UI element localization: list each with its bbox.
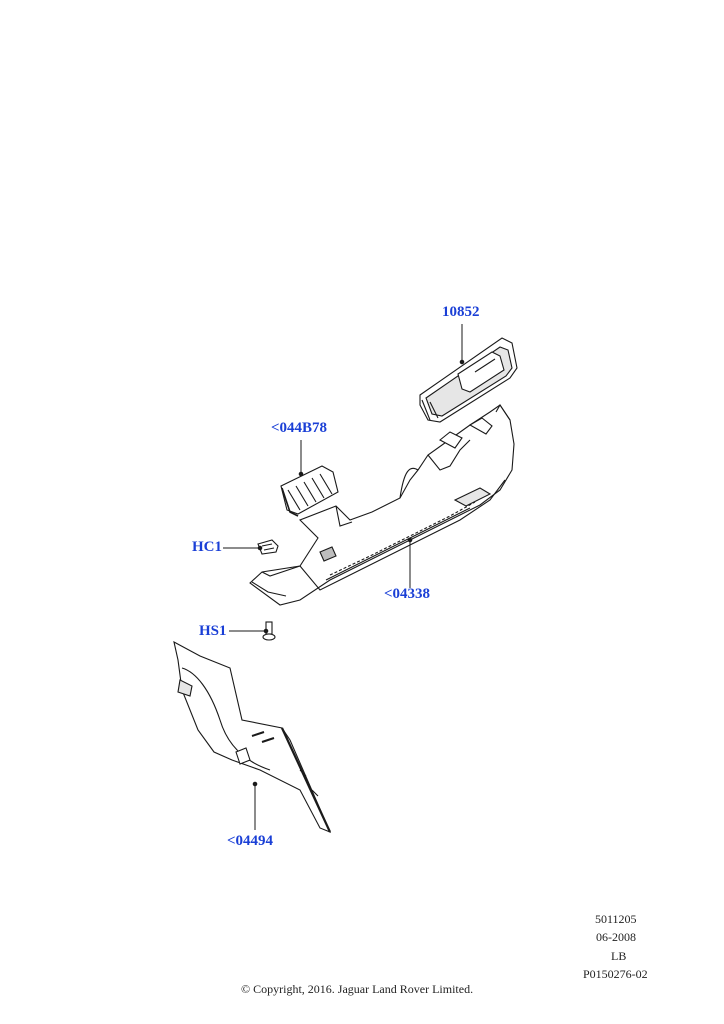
callout-044b78[interactable]: <044B78 bbox=[271, 420, 328, 436]
market-code: LB bbox=[611, 949, 627, 963]
part-044b78-vent bbox=[280, 465, 339, 517]
diagram-date: 06-2008 bbox=[596, 930, 636, 944]
callout-04338[interactable]: <04338 bbox=[384, 586, 431, 602]
copyright-notice: © Copyright, 2016. Jaguar Land Rover Lim… bbox=[241, 982, 474, 996]
callout-hc1[interactable]: HC1 bbox=[192, 539, 222, 555]
callout-10852[interactable]: 10852 bbox=[442, 304, 480, 320]
diagram-code: 5011205 bbox=[595, 912, 637, 926]
part-04338-lower-panel bbox=[249, 403, 515, 606]
callout-04494[interactable]: <04494 bbox=[227, 833, 274, 849]
callout-hs1[interactable]: HS1 bbox=[199, 623, 227, 639]
part-hc1-clip bbox=[257, 539, 279, 555]
diagram-ref: P0150276-02 bbox=[583, 967, 648, 981]
part-04494-side-panel bbox=[173, 640, 332, 834]
part-10852-trim-panel bbox=[419, 337, 518, 423]
leader-lines bbox=[223, 324, 465, 830]
part-hs1-screw bbox=[262, 621, 276, 641]
